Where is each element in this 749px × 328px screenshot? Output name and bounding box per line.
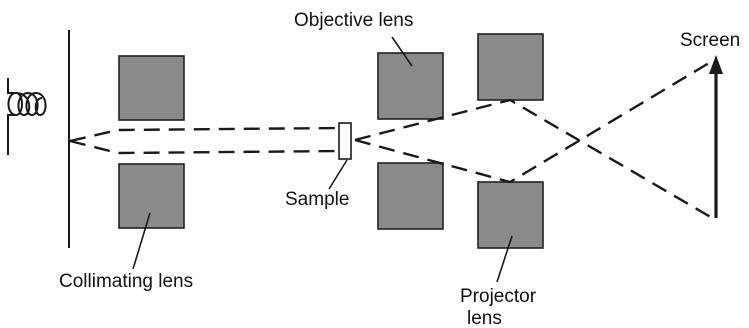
collimating-lens-upper	[118, 55, 185, 121]
filament-coil-icon	[7, 91, 47, 117]
projector-label-line1: Projector	[460, 286, 537, 307]
collimating-lens-lower	[118, 163, 185, 229]
beam-path-upper	[69, 126, 340, 143]
screen-label: Screen	[680, 30, 740, 51]
objective-lens-label: Objective lens	[294, 10, 413, 31]
collimating-leader	[132, 212, 151, 270]
sample-label: Sample	[285, 189, 349, 210]
beam-path-diverge-down	[354, 58, 715, 184]
beam-path-lower	[69, 139, 340, 155]
filament-lead-bottom	[7, 114, 16, 155]
sample-holder	[338, 122, 352, 160]
projector-label-line2: lens	[467, 308, 502, 328]
beam-path-diverge-up	[354, 98, 715, 221]
collimating-lens-label: Collimating lens	[59, 271, 193, 292]
projector-lens-lower	[477, 181, 544, 249]
filament-lead-top	[7, 78, 16, 94]
projector-lens-upper	[477, 33, 544, 101]
projector-leader	[496, 235, 513, 283]
sample-leader	[328, 159, 348, 190]
objective-lens-lower	[377, 162, 444, 230]
objective-leader	[391, 36, 413, 67]
screen-arrow-head-icon	[709, 55, 723, 74]
